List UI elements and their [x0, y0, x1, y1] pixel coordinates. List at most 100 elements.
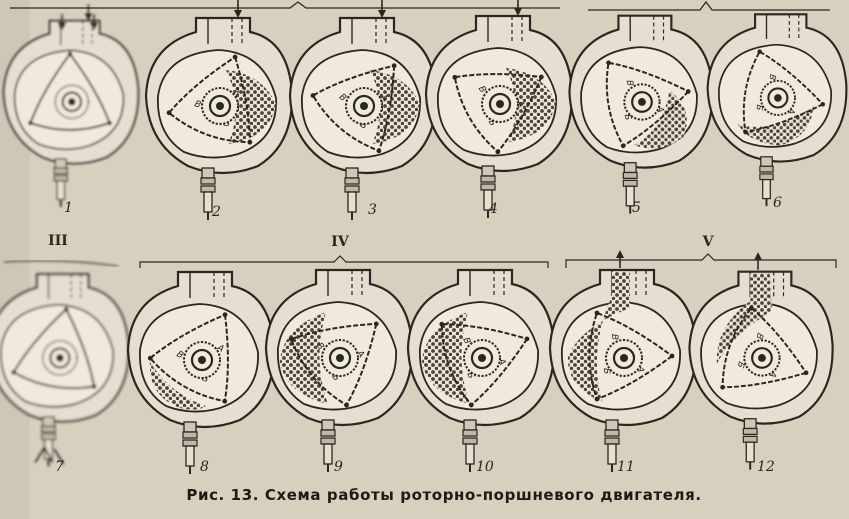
svg-text:Б: Б: [622, 113, 633, 121]
svg-text:А: А: [214, 343, 225, 355]
engine-panel-8: А Б В: [126, 270, 276, 474]
rotor-icon: А Б В: [166, 54, 253, 145]
svg-text:Б: Б: [735, 360, 746, 369]
flow-arrow-icon: [754, 252, 762, 270]
svg-text:В: В: [337, 92, 348, 104]
rotor-icon: А Б В: [310, 63, 397, 154]
eccentric-gear-icon: [481, 85, 519, 123]
panel-label-11: 11: [617, 459, 635, 475]
svg-text:А: А: [767, 369, 779, 379]
panel-label-5: 5: [632, 200, 641, 216]
svg-text:В: В: [766, 73, 777, 81]
eccentric-gear-icon: [201, 87, 239, 125]
svg-text:Б: Б: [486, 118, 498, 128]
rotor-icon: А Б В: [605, 60, 691, 149]
group-5: V: [565, 234, 837, 268]
svg-text:А: А: [354, 348, 366, 360]
svg-text:В: В: [174, 350, 184, 362]
figure-caption: Рис. 13. Схема работы роторно-поршневого…: [186, 486, 701, 504]
eccentric-gear-icon: [623, 83, 661, 121]
rotor-icon: АБВ: [742, 49, 826, 135]
svg-text:Б: Б: [200, 374, 210, 386]
panel-label-12: 12: [757, 459, 775, 475]
svg-text:А: А: [785, 106, 796, 115]
panel-label-3: 3: [368, 202, 377, 218]
eccentric-gear-icon: [605, 339, 643, 377]
flow-arrow-icon: [58, 14, 98, 30]
flow-arrow-icon: [378, 0, 386, 18]
eccentric-gear-icon: [183, 341, 221, 379]
svg-text:В: В: [460, 336, 472, 345]
rotor-icon: А Б В: [720, 305, 809, 390]
fuel-mixture: [738, 105, 814, 146]
spark-plug-icon: [320, 419, 336, 472]
svg-text:Б: Б: [358, 120, 369, 132]
spark-plug-icon: [742, 418, 758, 470]
svg-text:В: В: [476, 84, 488, 94]
spark-plug-icon: [344, 167, 360, 220]
engine-panel-11: А Б В: [548, 250, 698, 472]
eccentric-gear-icon: [759, 79, 796, 116]
eccentric-gear-icon: [463, 339, 501, 377]
eccentric-gear-icon: [54, 84, 90, 120]
engine-panel-7: [0, 273, 130, 467]
spark-plug-icon: [182, 421, 198, 474]
svg-text:Б: Б: [464, 371, 476, 380]
svg-text:В: В: [753, 331, 764, 340]
rotor-icon: [28, 51, 112, 131]
top-bracket-left: [10, 1, 560, 9]
flow-arrow-icon: [234, 0, 242, 18]
engine-panel-3: А Б В: [288, 0, 438, 220]
engine-panel-6: АБВ: [706, 13, 848, 207]
svg-text:А: А: [377, 92, 389, 104]
spark-plug-icon: [480, 165, 496, 218]
fuel-mixture: [149, 362, 206, 410]
spark-plug-icon: [462, 419, 478, 472]
top-bracket-right: [588, 0, 830, 11]
eccentric-gear-icon: [321, 339, 359, 377]
panel-label-4: 4: [488, 201, 498, 217]
svg-text:Б: Б: [601, 368, 611, 374]
panel-label-1: 1: [64, 200, 73, 216]
group-5-label: V: [702, 234, 715, 250]
svg-text:А: А: [635, 365, 645, 372]
engine-panel-5: А Б В: [568, 14, 714, 214]
svg-text:В: В: [609, 334, 619, 340]
svg-text:В: В: [624, 79, 635, 87]
svg-text:А: А: [654, 105, 665, 114]
spark-plug-icon: [200, 167, 216, 220]
flow-arrow-icon: [84, 4, 93, 21]
engine-panel-12: А Б В: [688, 252, 834, 470]
svg-text:А: А: [231, 85, 241, 97]
spark-plug-icon: [604, 419, 620, 472]
panel-label-7: 7: [55, 459, 64, 475]
svg-text:Б: Б: [222, 118, 231, 130]
panel-label-6: 6: [773, 195, 782, 211]
eccentric-gear-icon: [743, 339, 781, 377]
svg-text:А: А: [514, 98, 526, 109]
rotor-icon: А Б В: [439, 321, 530, 408]
fuel-mixture: [567, 272, 630, 402]
svg-text:Б: Б: [330, 372, 342, 383]
svg-text:А: А: [495, 357, 507, 367]
flow-arrow-icon: [616, 250, 624, 268]
rotor-icon: А Б В: [452, 73, 544, 155]
engine-panel-4: А Б В: [424, 0, 574, 218]
svg-text:В: В: [314, 341, 326, 352]
svg-text:В: В: [193, 99, 202, 111]
engine-panel-9: А Б В: [264, 268, 414, 472]
engine-panel-2: А Б В: [144, 0, 294, 220]
eccentric-gear-icon: [41, 339, 78, 376]
rotor-icon: [11, 306, 97, 390]
panel-label-2: 2: [211, 204, 221, 220]
spark-plug-icon: [53, 158, 68, 207]
group-3: III: [3, 233, 119, 267]
spark-plug-icon: [622, 162, 638, 214]
panel-label-8: 8: [200, 459, 209, 475]
rotor-icon: А Б В: [588, 310, 675, 402]
rotor-icon: А Б В: [288, 321, 379, 408]
group-3-label: III: [48, 233, 68, 249]
rotor-icon: А Б В: [147, 312, 229, 404]
fuel-mixture: [226, 70, 276, 144]
